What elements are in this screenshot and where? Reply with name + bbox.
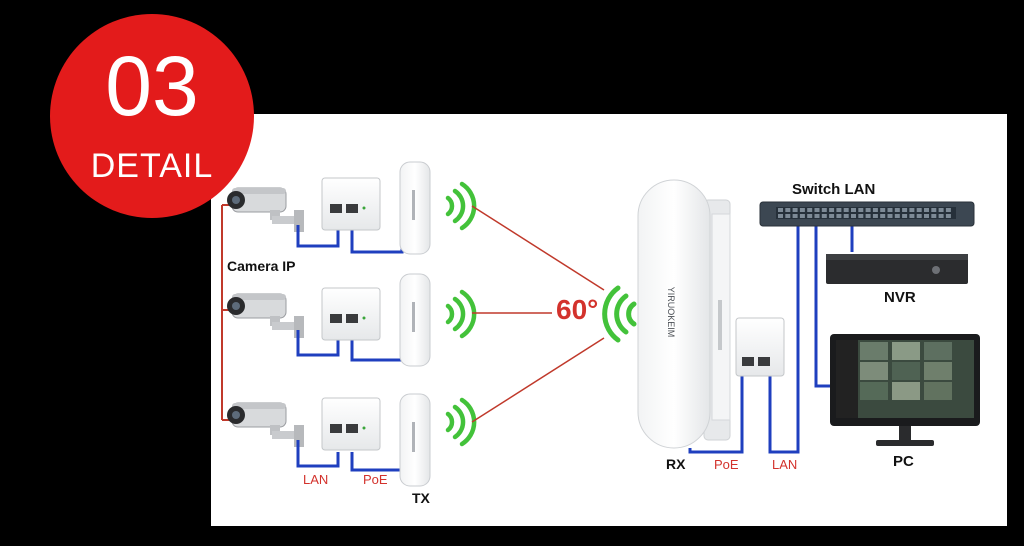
switch-port <box>851 208 856 212</box>
switch-port <box>865 214 871 218</box>
pc-label: PC <box>893 453 914 470</box>
switch-ports <box>778 208 951 218</box>
camera-ip-label: Camera IP <box>227 258 296 274</box>
switch-port <box>807 214 813 218</box>
switch-port <box>829 208 835 212</box>
switch-port <box>843 208 849 212</box>
switch-port <box>814 208 820 212</box>
switch-port <box>778 214 783 218</box>
switch-port <box>902 214 908 218</box>
switch-port <box>909 214 915 218</box>
switch-port <box>836 214 842 218</box>
badge-number: 03 <box>105 39 199 133</box>
tx-cpe-3 <box>399 393 431 487</box>
tx-cpe-2 <box>399 273 431 367</box>
tx-cpe-1 <box>399 161 431 255</box>
switch-port <box>851 214 856 218</box>
switch-port <box>785 214 791 218</box>
nvr-label: NVR <box>884 289 916 306</box>
switch-port <box>865 208 871 212</box>
switch-port <box>945 214 951 218</box>
rx-cpe-brand: YIRUOKEIM <box>666 287 676 338</box>
ip-camera-1 <box>226 187 305 233</box>
switch-port <box>931 208 937 212</box>
tx-label: TX <box>412 490 430 506</box>
switch-port <box>821 214 827 218</box>
switch-port <box>792 214 798 218</box>
switch-port <box>894 214 900 218</box>
switch-port <box>938 214 944 218</box>
switch-port <box>785 208 791 212</box>
wifi-signal-icon-rx <box>602 285 637 343</box>
switch-port <box>924 214 929 218</box>
poe-injector-3 <box>321 397 381 451</box>
pc-monitor <box>830 334 980 446</box>
lan-cables-right <box>688 226 854 454</box>
ip-camera-2 <box>226 293 305 339</box>
switch-port <box>887 214 893 218</box>
switch-port <box>887 208 893 212</box>
switch-port <box>799 208 805 212</box>
poe-label-left: PoE <box>363 472 388 487</box>
switch-port <box>909 208 915 212</box>
switch-lan-label: Switch LAN <box>792 181 876 198</box>
ip-camera-3 <box>226 402 305 448</box>
rx-label: RX <box>666 456 686 472</box>
switch-port <box>872 208 878 212</box>
switch-port <box>843 214 849 218</box>
poe-injector-2 <box>321 287 381 341</box>
lan-label-right: LAN <box>772 457 798 472</box>
coverage-angle-label: 60° <box>556 294 599 325</box>
switch-port <box>894 208 900 212</box>
switch-port <box>814 214 820 218</box>
lan-label-left: LAN <box>303 472 329 487</box>
switch-port <box>931 214 937 218</box>
switch-port <box>799 214 805 218</box>
switch-port <box>916 208 922 212</box>
poe-injector-1 <box>321 177 381 231</box>
wifi-signal-icon-tx-1 <box>445 181 477 231</box>
poe-label-right: PoE <box>714 457 739 472</box>
switch-port <box>792 208 798 212</box>
wireless-beam-lines <box>471 205 605 423</box>
detail-badge: 03 DETAIL <box>50 14 254 218</box>
switch-port <box>821 208 827 212</box>
switch-port <box>872 214 878 218</box>
switch-port <box>829 214 835 218</box>
switch-port <box>778 208 783 212</box>
switch-port <box>880 214 886 218</box>
wifi-signal-icon-tx-2 <box>445 289 477 339</box>
switch-port <box>836 208 842 212</box>
switch-port <box>902 208 908 212</box>
switch-port <box>858 214 864 218</box>
nvr-recorder <box>826 254 968 284</box>
badge-label: DETAIL <box>90 147 214 185</box>
poe-injector-rx <box>735 317 785 377</box>
switch-port <box>858 208 864 212</box>
rx-cpe <box>637 179 731 449</box>
switch-port <box>938 208 944 212</box>
switch-port <box>945 208 951 212</box>
switch-port <box>916 214 922 218</box>
switch-port <box>880 208 886 212</box>
switch-port <box>807 208 813 212</box>
wifi-signal-icon-tx-3 <box>445 397 477 447</box>
switch-port <box>924 208 929 212</box>
